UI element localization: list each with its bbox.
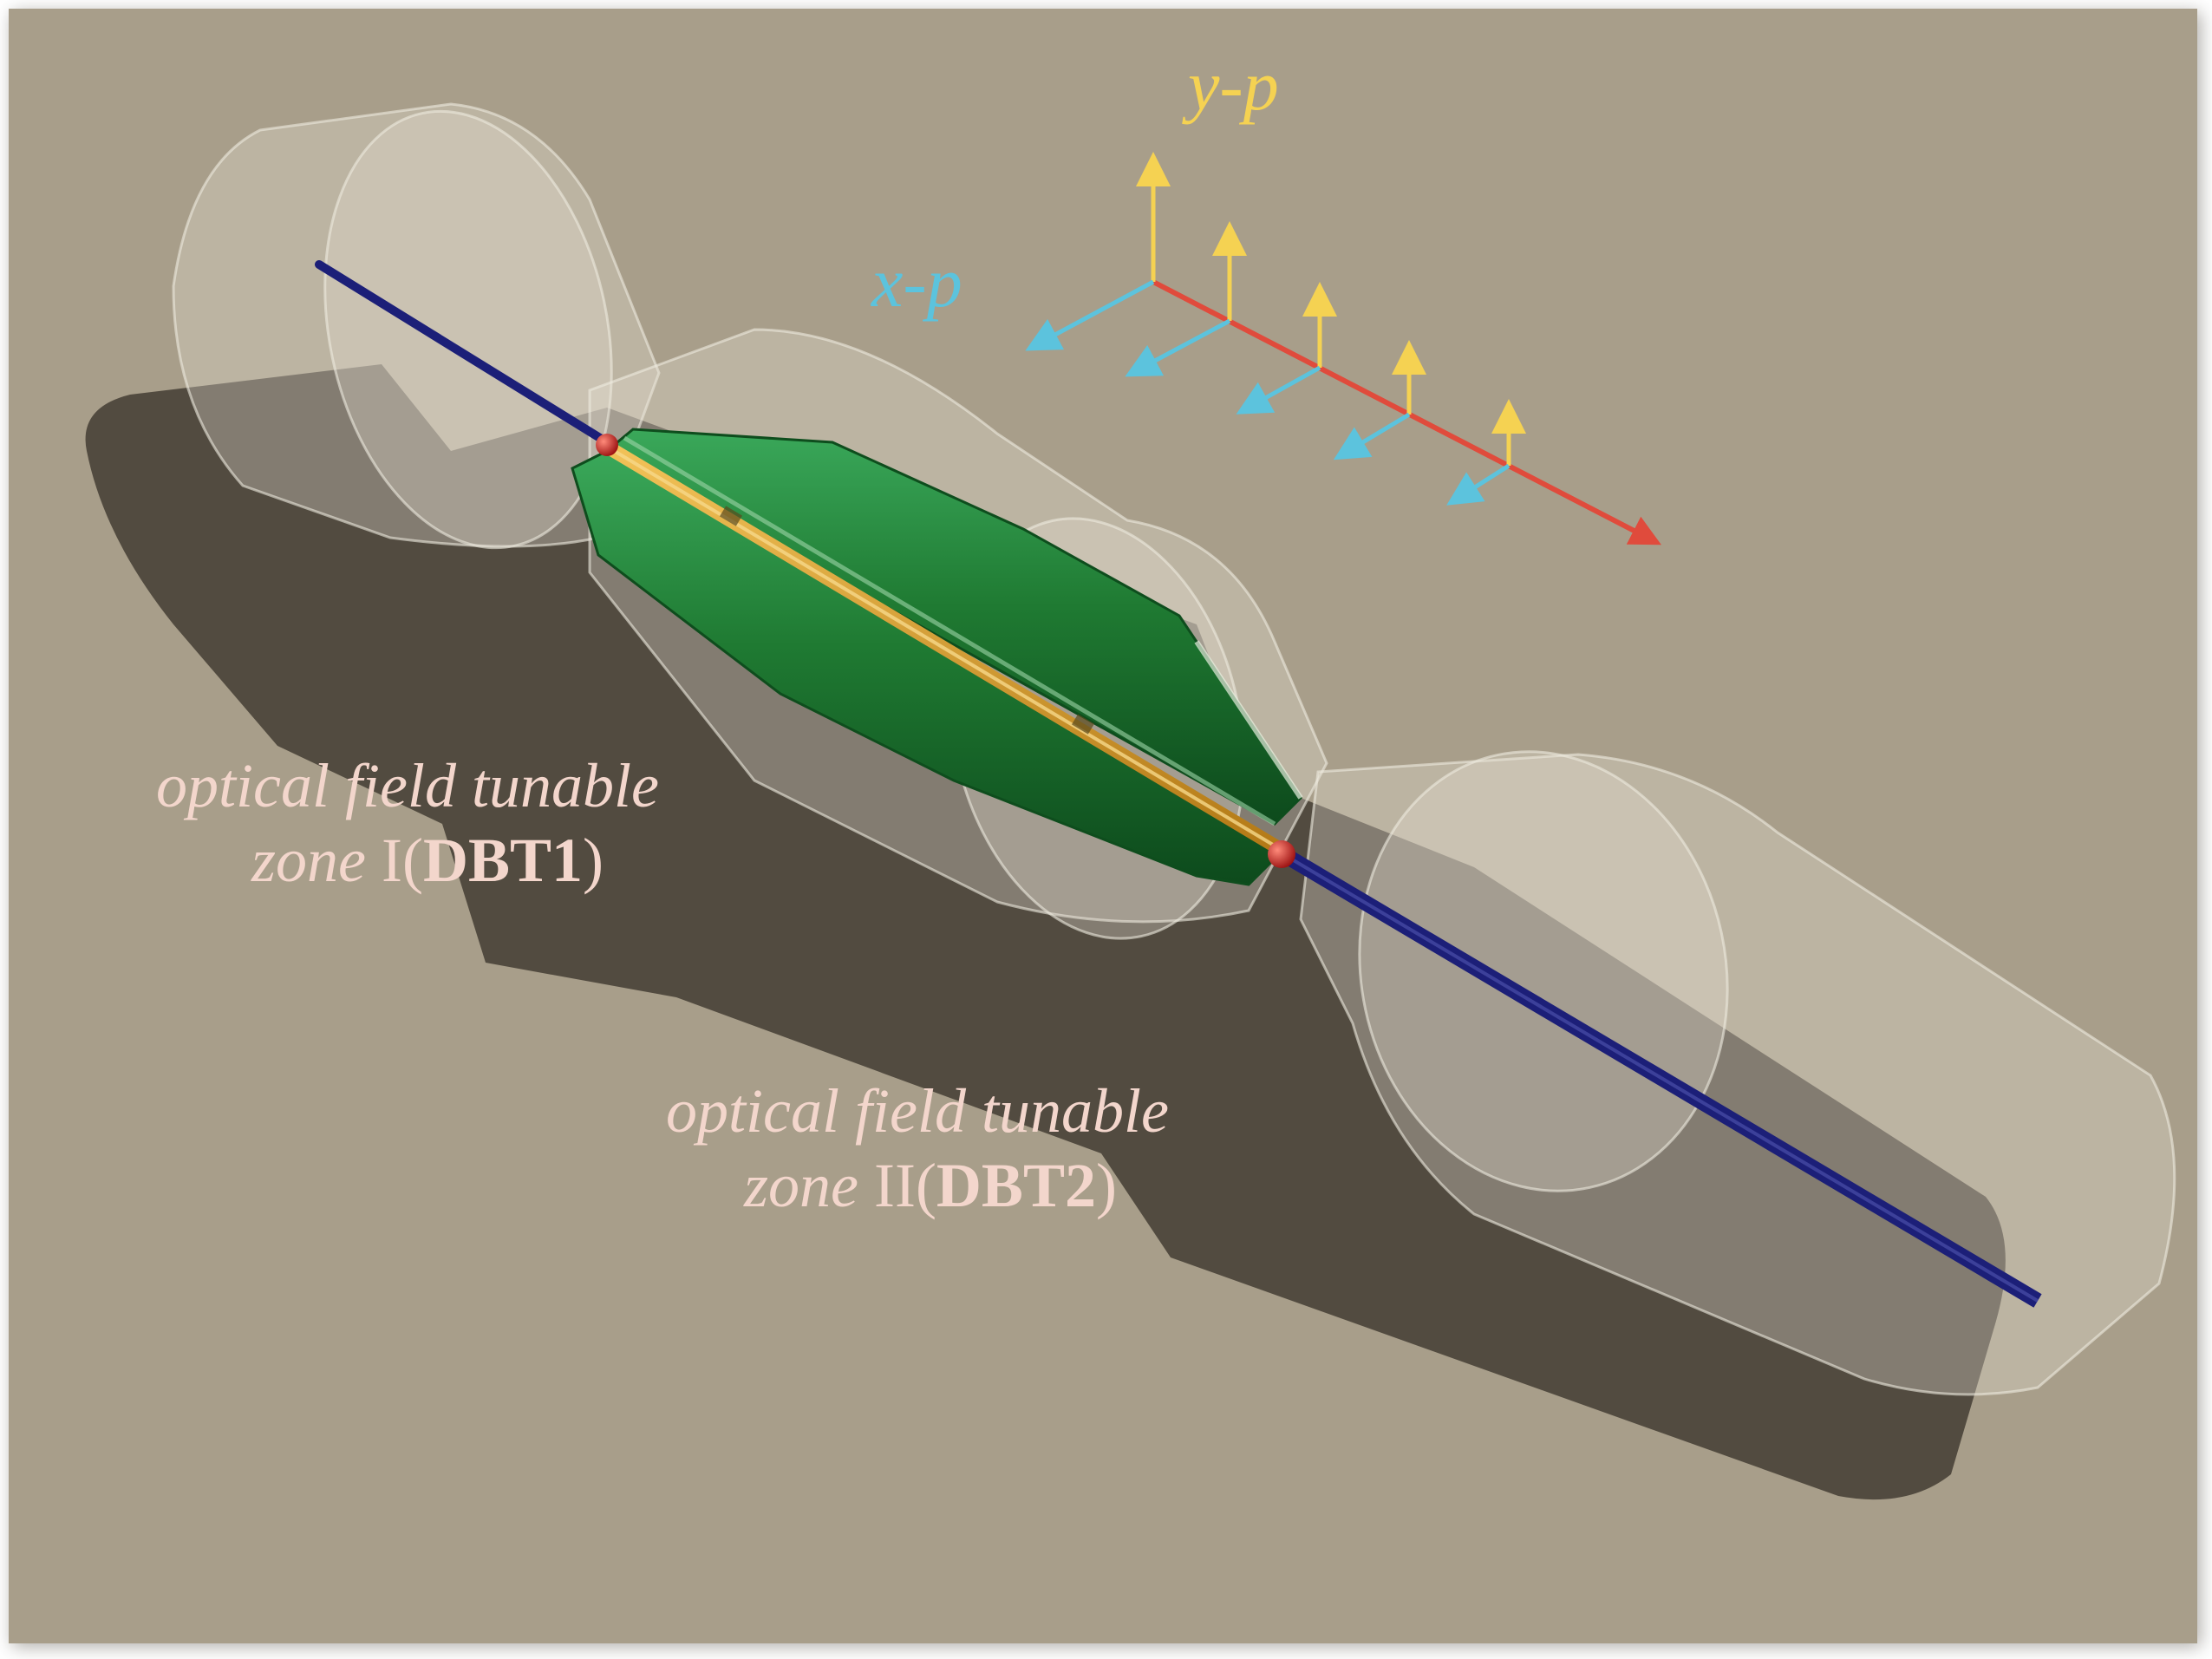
x-axis-label: x-p [871, 243, 962, 322]
zone2-open: ( [915, 1151, 936, 1220]
beam [315, 260, 2042, 1308]
z-axis-arrow [1152, 279, 1661, 545]
zone2-prefix: zone [744, 1151, 858, 1220]
gold-core [600, 440, 1289, 857]
zone2-line1: optical field tunable [666, 1076, 1169, 1146]
y-axis-label: y-p [1188, 46, 1279, 125]
x-arrow-5 [1446, 463, 1511, 506]
zone2-tag: DBT2 [936, 1151, 1096, 1220]
cast-shadow [85, 364, 2006, 1500]
green-lens [571, 428, 1303, 886]
left-cylinder-end [323, 109, 613, 550]
x-arrow-4 [1333, 412, 1411, 460]
zone1-prefix: zone [251, 826, 366, 895]
axes-group [1025, 152, 1661, 545]
zone1-tag: DBT1 [422, 826, 583, 895]
green-lens-top [604, 428, 1302, 826]
zone1-line1: optical field tunable [156, 751, 659, 820]
zone2-close: ) [1095, 1151, 1117, 1220]
zone2-label: optical field tunable zone II(DBT2) [666, 1080, 1169, 1217]
zone1-numeral: I [381, 826, 402, 895]
zone1-label: optical field tunable zone I(DBT1) [156, 754, 659, 892]
beam-left [315, 260, 611, 447]
x-arrow-1 [1025, 279, 1155, 351]
marker-right [1268, 840, 1295, 868]
x-arrow-3 [1236, 365, 1321, 415]
right-cylinder-end [1358, 750, 1729, 1192]
x-arrow-2 [1125, 318, 1231, 377]
marker-left [596, 434, 618, 456]
zone1-close: ) [583, 826, 604, 895]
right-cylinder [1299, 753, 2176, 1396]
zone2-numeral: II [873, 1151, 916, 1220]
zone1-open: ( [401, 826, 423, 895]
